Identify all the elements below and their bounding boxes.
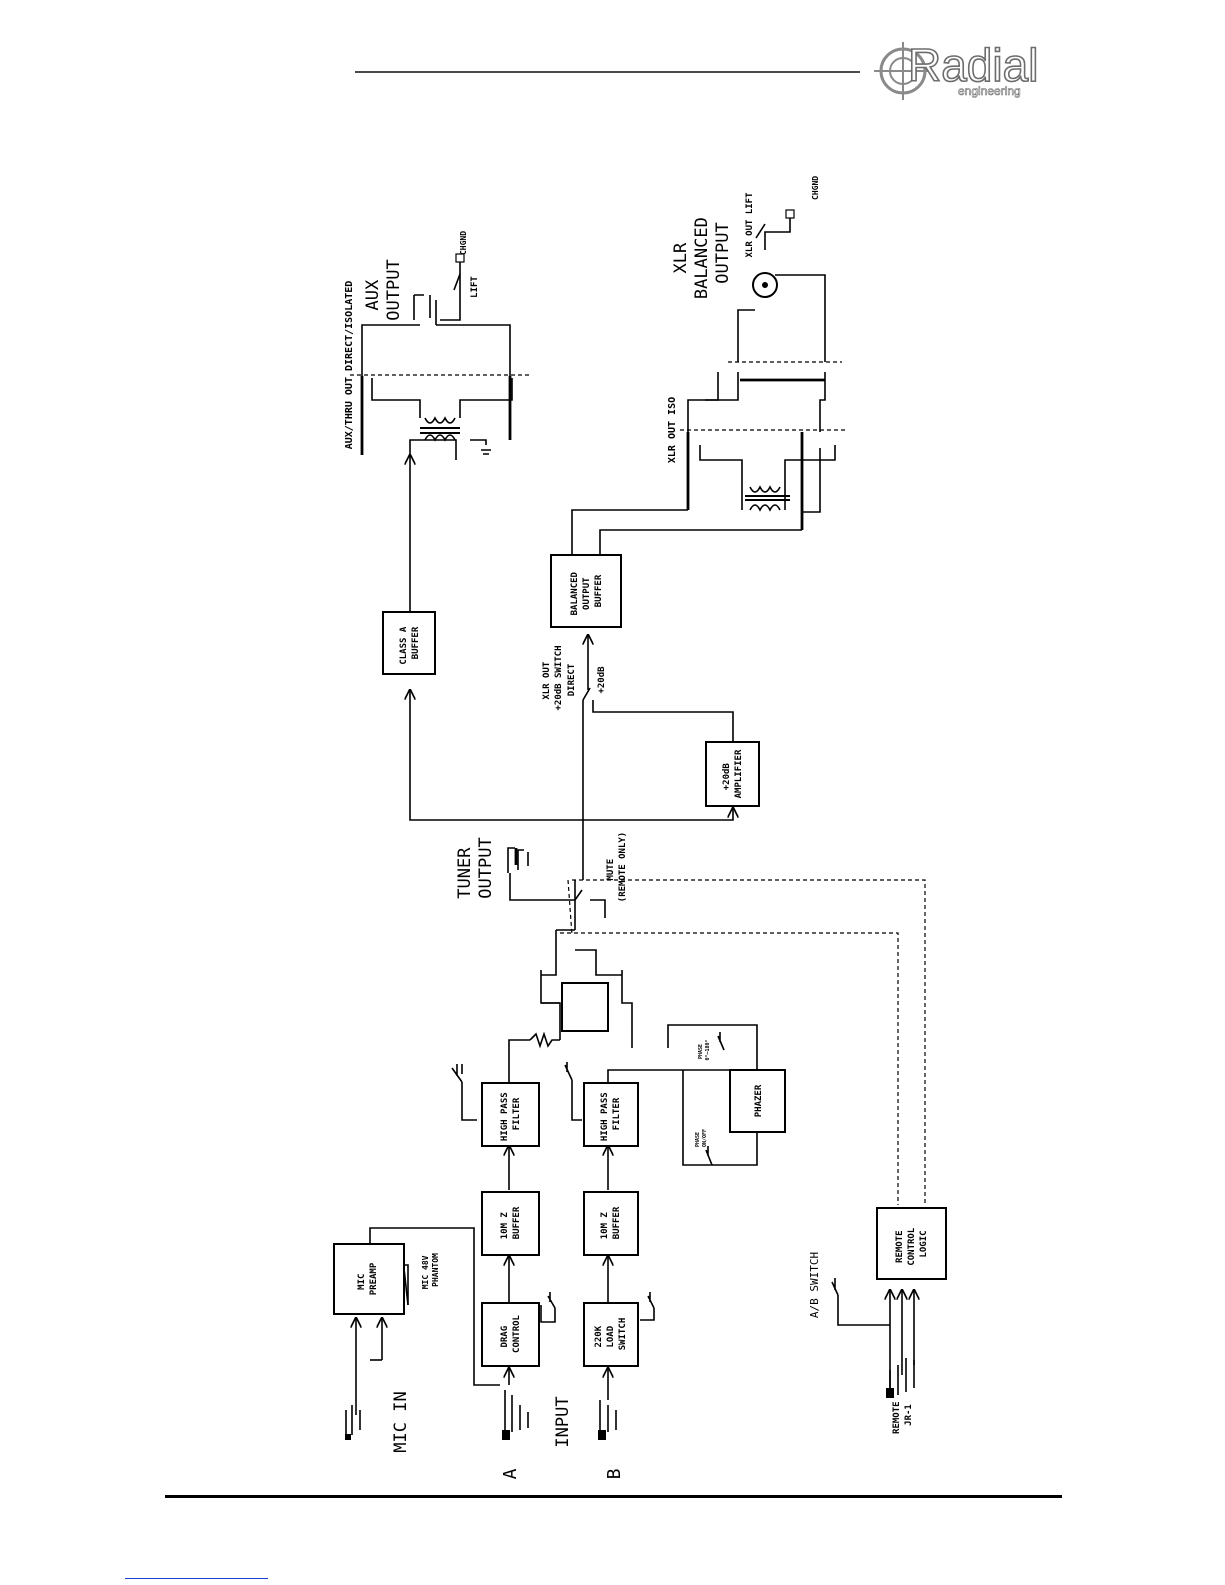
- label-phantom: MIC 48V PHANTOM: [421, 1251, 440, 1290]
- label-plus20: +20dB: [597, 666, 607, 694]
- xlr-transformer: [686, 209, 836, 530]
- svg-text:PHAZER: PHAZER: [754, 1084, 764, 1117]
- block-buffer-a: 10M Z BUFFER: [481, 1191, 540, 1256]
- block-phazer: PHAZER: [729, 1069, 786, 1133]
- label-direct: DIRECT: [567, 663, 577, 696]
- block-load-switch: 220K LOAD SWITCH: [583, 1302, 639, 1367]
- header-rule: [355, 71, 860, 73]
- svg-text:10M Z BUFFER: 10M Z BUFFER: [500, 1206, 522, 1239]
- svg-text:220K LOAD SWIT: 220K LOAD SWITCH: [594, 1318, 628, 1351]
- label-remote: REMOTE JR-1: [892, 1396, 914, 1434]
- label-chgnd-aux: CHGND: [459, 231, 468, 255]
- block-remote-logic: REMOTE CONTROL LOGIC: [876, 1207, 947, 1280]
- svg-text:DRAG CONTROL: DRAG CONTROL: [500, 1314, 522, 1353]
- signal-wiring: [356, 439, 914, 1415]
- svg-text:HIGH PASS FILTER: HIGH PASS FILTER: [600, 1087, 622, 1141]
- label-xlr-out-switch: XLR OUT +20dB SWITCH: [542, 645, 564, 710]
- svg-text:CLASS A BUFFER: CLASS A BUFFER: [399, 621, 421, 664]
- block-buffer-b: 10M Z BUFFER: [583, 1191, 639, 1256]
- label-chgnd-xlr: CHGND: [811, 176, 820, 200]
- block-balanced-buffer: BALANCED OUTPUT BUFFER: [550, 554, 622, 628]
- svg-text:REMOTE CONTROL: REMOTE CONTROL LOGIC: [895, 1222, 929, 1265]
- label-mute: MUTE (REMOTE ONLY): [606, 832, 628, 902]
- svg-text:10M Z BUFFER: 10M Z BUFFER: [600, 1206, 622, 1239]
- block-class-a-buffer: CLASS A BUFFER: [382, 611, 436, 675]
- svg-text:+20dB AMPLIFIER: +20dB AMPLIFIER: [722, 749, 744, 798]
- radial-logo: Radial engineering: [872, 38, 1047, 104]
- diagram-labels: MIC IN INPUT A B MIC 48V PHANTOM A/B SWI…: [344, 176, 914, 1480]
- label-xlr-balanced: XLR BALANCED OUTPUT: [671, 207, 733, 299]
- label-xlr-out-lift: XLR OUT LIFT: [745, 192, 755, 258]
- label-input-a: A: [500, 1468, 521, 1479]
- block-amplifier: +20dB AMPLIFIER: [705, 741, 760, 807]
- label-xlr-out-iso: XLR OUT ISO: [667, 397, 678, 463]
- label-aux-thru: AUX/THRU OUT DIRECT/ISOLATED: [344, 281, 355, 450]
- aux-transformer: [360, 253, 513, 460]
- label-tuner-output: TUNER OUTPUT: [455, 837, 496, 898]
- block-drag-control: DRAG CONTROL: [481, 1302, 540, 1367]
- label-phase-180: PHASE 0°—180°: [698, 1039, 711, 1060]
- footer-rule: [165, 1495, 1062, 1498]
- jack-icons: [345, 847, 915, 1440]
- remote-control-lines: [560, 879, 926, 1205]
- mic-preamp-line1: MIC: [357, 1274, 367, 1290]
- label-input-b: B: [604, 1469, 625, 1480]
- label-lift: LIFT: [470, 276, 480, 298]
- label-input: INPUT: [553, 1396, 573, 1447]
- footer-link-underline[interactable]: [125, 1578, 268, 1579]
- logo-subtitle: engineering: [958, 84, 1021, 99]
- label-phase-onoff: PHASE ON/OFF: [695, 1129, 708, 1147]
- block-hpf-a: HIGH PASS FILTER: [481, 1082, 540, 1147]
- block-mic-preamp: MIC PREAMP: [333, 1243, 405, 1315]
- svg-text:BALANCED OUTPUT: BALANCED OUTPUT BUFFER: [570, 567, 604, 616]
- svg-text:HIGH PASS FILTER: HIGH PASS FILTER: [500, 1087, 522, 1141]
- label-ab-switch: A/B SWITCH: [808, 1252, 821, 1318]
- mic-preamp-line2: PREAMP: [369, 1262, 379, 1295]
- block-mixer: [561, 982, 609, 1032]
- logo-brand: Radial: [907, 39, 1039, 91]
- label-aux-output: AUX OUTPUT: [363, 259, 404, 320]
- block-hpf-b: HIGH PASS FILTER: [583, 1082, 639, 1147]
- crosshair-logo-icon: [874, 42, 932, 100]
- svg-text:MIC PREAMP: MIC PREAMP: [357, 1262, 379, 1295]
- label-mic-in: MIC IN: [391, 1391, 411, 1452]
